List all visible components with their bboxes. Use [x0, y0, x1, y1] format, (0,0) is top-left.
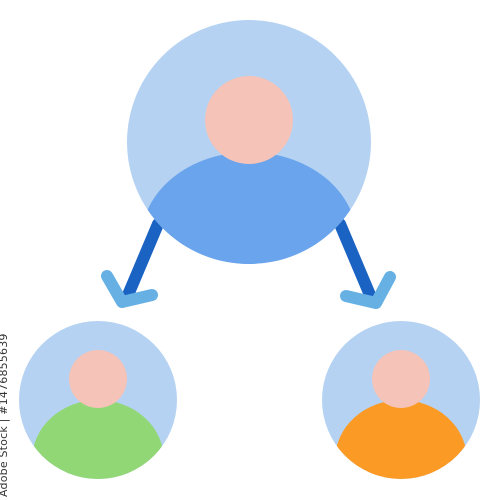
left-arrow-head [101, 270, 158, 308]
right-arrow-head [340, 271, 396, 309]
right-person-avatar [322, 321, 480, 479]
left-avatar-body [32, 400, 164, 479]
left-avatar-head [69, 350, 127, 408]
right-avatar-head [372, 350, 430, 408]
left-person-avatar [19, 321, 177, 479]
top-person-avatar [127, 20, 371, 264]
left-arrow [101, 218, 164, 308]
right-arrow [334, 218, 396, 309]
right-avatar-body [335, 400, 467, 479]
stock-id-label: Adobe Stock | #1476855639 [0, 333, 10, 497]
left-arrow-shaft [122, 218, 164, 301]
right-arrow-shaft [334, 218, 376, 301]
top-avatar-head [205, 76, 293, 164]
top-avatar-body [141, 152, 357, 264]
